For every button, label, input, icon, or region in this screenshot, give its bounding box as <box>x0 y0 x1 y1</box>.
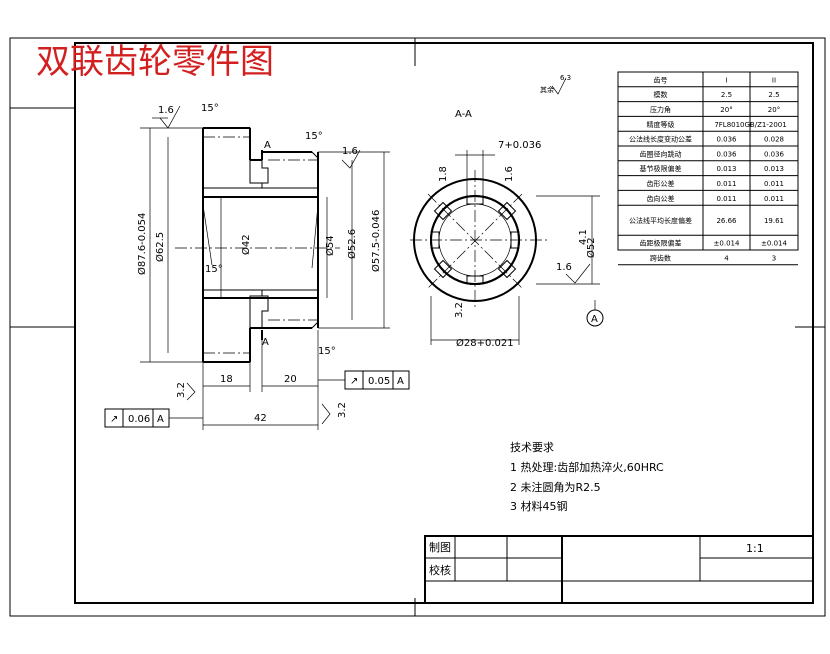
param-value-gear1: 0.036 <box>716 136 737 144</box>
param-value-gear2: 0.036 <box>764 150 785 158</box>
dim-d54: Ø54 <box>324 235 336 256</box>
param-label: 齿形公差 <box>647 179 675 188</box>
gear-section-view <box>175 127 340 363</box>
main-view-dimensions: Ø87.6-0.054 Ø62.5 Ø42 Ø54 Ø52.6 Ø57.5-0.… <box>104 103 410 430</box>
dim-len42: 42 <box>254 413 267 424</box>
param-value-gear2: 20° <box>768 106 780 114</box>
param-label: 压力角 <box>650 105 671 114</box>
dim-ang15b: 15° <box>305 131 323 142</box>
tol1-datum: A <box>397 376 404 387</box>
param-value-gear2: ±0.014 <box>761 240 787 248</box>
title-block-checked: 校核 <box>429 563 451 577</box>
dim-d625: Ø62.5 <box>154 232 166 262</box>
tol2-value: 0.06 <box>128 414 150 425</box>
param-value-gear2: 0.013 <box>764 165 784 173</box>
tech-item-1: 1 热处理:齿部加热淬火,60HRC <box>510 460 664 474</box>
datum-a-circle: A <box>591 314 598 325</box>
section-title: A-A <box>455 109 472 120</box>
dim-len18: 18 <box>220 374 233 385</box>
section-mark-top: A <box>264 140 271 151</box>
param-label: 齿距极限偏差 <box>640 239 682 248</box>
param-value-gear1: 2.5 <box>721 91 732 99</box>
section-mark-bottom: A <box>262 337 269 348</box>
param-value-gear1: 26.66 <box>716 217 737 225</box>
roughness-16b: 1.6 <box>342 146 358 157</box>
dim-d52: Ø52 <box>585 237 597 258</box>
param-value-gear1: 20° <box>720 106 732 114</box>
dim-len20: 20 <box>284 374 297 385</box>
param-label: 公法线长度变动公差 <box>629 135 692 144</box>
dim-d575: Ø57.5-0.046 <box>370 210 382 272</box>
tol2-datum: A <box>157 414 164 425</box>
param-value-gear2: 0.011 <box>764 180 784 188</box>
param-value-gear1: 0.036 <box>716 150 737 158</box>
tol2-symbol: ↗ <box>110 414 118 425</box>
param-value-gear2: 0.028 <box>764 136 784 144</box>
dim-d28: Ø28+0.021 <box>456 337 514 349</box>
title-block: 制图 校核 1:1 <box>424 535 814 604</box>
tech-item-3: 3 材料45钢 <box>510 499 568 513</box>
param-value-gear2: 0.011 <box>764 195 784 203</box>
dim-ang15c: 15° <box>205 264 223 275</box>
param-value-gear2: 3 <box>772 254 776 262</box>
tech-heading: 技术要求 <box>510 441 554 454</box>
param-value-gear1: I <box>725 76 727 84</box>
dim-d876: Ø87.6-0.054 <box>136 213 148 275</box>
param-value-gear1: ±0.014 <box>714 240 740 248</box>
param-label: 齿号 <box>654 76 668 84</box>
dim-ang15a: 15° <box>201 103 219 114</box>
dim-w7: 7+0.036 <box>498 140 541 151</box>
param-value-gear2: 2.5 <box>768 91 779 99</box>
param-value-merged: 7FL8010GB/Z1-2001 <box>714 121 786 129</box>
param-label: 模数 <box>654 90 668 99</box>
roughness-16c: 1.6 <box>556 262 572 273</box>
roughness-32a: 3.2 <box>176 382 187 398</box>
param-label: 基节极限偏差 <box>640 164 682 173</box>
roughness-16a: 1.6 <box>158 105 174 116</box>
dim-v41: 4.1 <box>578 229 589 245</box>
title-block-drawn: 制图 <box>429 541 451 554</box>
remaining-roughness-value: 6.3 <box>560 74 571 82</box>
param-value-gear1: 4 <box>724 254 729 262</box>
roughness-32c: 3.2 <box>454 302 465 318</box>
param-label: 齿向公差 <box>647 194 675 203</box>
remaining-roughness-label: 其余 <box>540 85 554 94</box>
param-value-gear1: 0.011 <box>716 180 736 188</box>
tech-item-2: 2 未注圆角为R2.5 <box>510 480 601 494</box>
title-block-scale: 1:1 <box>746 542 764 555</box>
dim-ang15d: 15° <box>318 346 336 357</box>
param-value-gear1: 0.013 <box>716 165 736 173</box>
dim-v16: 1.6 <box>504 166 515 182</box>
param-label: 精度等级 <box>647 120 675 129</box>
param-value-gear1: 0.011 <box>716 195 736 203</box>
tol1-symbol: ↗ <box>350 376 358 387</box>
param-label: 齿圈径向跳动 <box>640 149 682 158</box>
dim-v18: 1.8 <box>438 166 449 182</box>
dim-d526: Ø52.6 <box>346 229 358 259</box>
spline-section-view: A-A 7+0.036 1.8 1.6 4.1 Ø52 Ø28+0.021 <box>410 74 604 349</box>
tol1-value: 0.05 <box>368 376 390 387</box>
drawing-title: 双联齿轮零件图 <box>36 42 274 82</box>
dim-d42: Ø42 <box>240 234 252 255</box>
param-value-gear2: 19.61 <box>764 217 784 225</box>
technical-requirements: 技术要求 1 热处理:齿部加热淬火,60HRC 2 未注圆角为R2.5 3 材料… <box>510 441 664 513</box>
param-label: 跨齿数 <box>650 253 671 262</box>
roughness-32b: 3.2 <box>337 402 348 418</box>
param-label: 公法线平均长度偏差 <box>629 216 692 225</box>
param-value-gear2: II <box>772 76 776 84</box>
